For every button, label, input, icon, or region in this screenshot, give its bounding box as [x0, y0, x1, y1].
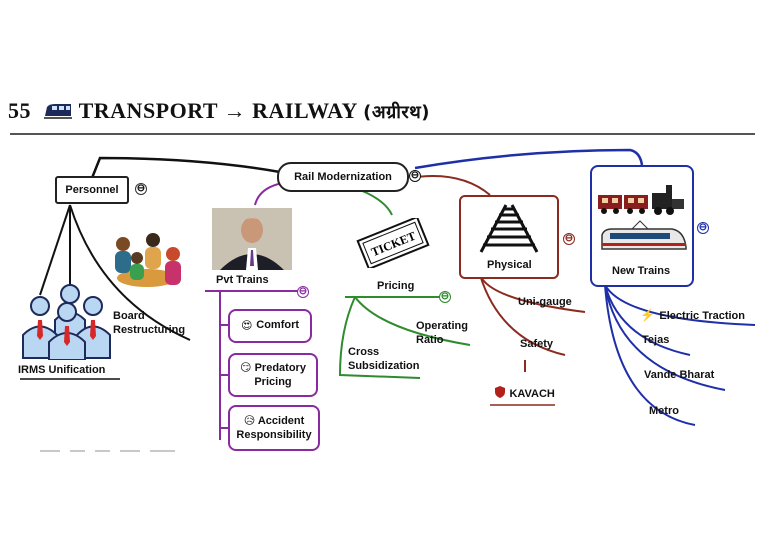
safety-label: Safety — [520, 338, 554, 350]
metro-label: Metro — [649, 405, 679, 417]
person-portrait-icon — [212, 208, 292, 275]
comfort-node[interactable]: 😍 Comfort — [228, 309, 312, 343]
central-collapse-icon[interactable]: ⊖ — [409, 170, 421, 182]
new-trains-node[interactable]: New Trains — [590, 165, 694, 287]
cross-subsidization-label: Cross Subsidization — [348, 346, 420, 372]
faint-scribble — [40, 450, 175, 452]
vande-bharat-label: Vande Bharat — [644, 369, 715, 381]
board-restructuring-label: Board Restructuring — [113, 310, 186, 336]
personnel-label: Personnel — [65, 184, 119, 196]
smirk-face-icon: 😏 — [240, 360, 252, 374]
board-meeting-icon — [105, 230, 190, 300]
tejas-label: Tejas — [642, 334, 670, 346]
central-node-label: Rail Modernization — [294, 171, 392, 183]
shield-icon — [495, 384, 509, 401]
train-icon — [43, 98, 79, 123]
accident-responsibility-label: Accident Responsibility — [236, 414, 312, 441]
kavach-node: KAVACH — [495, 384, 555, 402]
page-title: 55 TRANSPORT → RAILWAY (अग्रीरथ) — [8, 98, 430, 124]
irms-unification-label: IRMS Unification — [18, 364, 106, 376]
physical-label: Physical — [487, 259, 532, 271]
personnel-collapse-icon[interactable]: ⊖ — [135, 183, 147, 195]
physical-node[interactable]: Physical — [459, 195, 559, 279]
accident-responsibility-node[interactable]: 😥 Accident Responsibility — [228, 405, 320, 451]
electric-traction-node: ⚡ Electric Traction — [640, 306, 745, 324]
physical-collapse-icon[interactable]: ⊖ — [563, 233, 575, 245]
heading-divider — [10, 133, 755, 135]
central-node[interactable]: Rail Modernization — [277, 162, 409, 192]
trains-icon — [598, 185, 687, 250]
pricing-collapse-icon[interactable]: ⊖ — [439, 291, 451, 303]
personnel-node[interactable]: Personnel — [55, 176, 129, 204]
heading-hindi: (अग्रीरथ) — [363, 102, 431, 123]
kavach-label: KAVACH — [509, 388, 555, 400]
heart-eyes-icon: 😍 — [240, 319, 257, 333]
pricing-label: Pricing — [377, 280, 415, 292]
electric-traction-label: Electric Traction — [659, 310, 745, 322]
lightning-icon: ⚡ — [640, 308, 655, 322]
uni-gauge-label: Uni-gauge — [518, 296, 572, 308]
worried-face-icon: 😥 — [243, 413, 256, 427]
page-number: 55 — [8, 98, 31, 123]
predatory-pricing-node[interactable]: 😏 Predatory Pricing — [228, 353, 318, 397]
heading-text: TRANSPORT → RAILWAY — [78, 98, 358, 123]
pvt-trains-collapse-icon[interactable]: ⊖ — [297, 286, 309, 298]
new-trains-label: New Trains — [612, 265, 671, 277]
ticket-icon: TICKET — [355, 215, 431, 273]
comfort-label: Comfort — [256, 319, 300, 332]
new-trains-collapse-icon[interactable]: ⊖ — [697, 222, 709, 234]
people-group-icon — [15, 280, 115, 365]
predatory-pricing-label: Predatory Pricing — [254, 361, 306, 388]
pvt-trains-label: Pvt Trains — [216, 274, 269, 286]
railway-track-icon — [479, 204, 539, 253]
operating-ratio-label: Operating Ratio — [416, 320, 468, 346]
